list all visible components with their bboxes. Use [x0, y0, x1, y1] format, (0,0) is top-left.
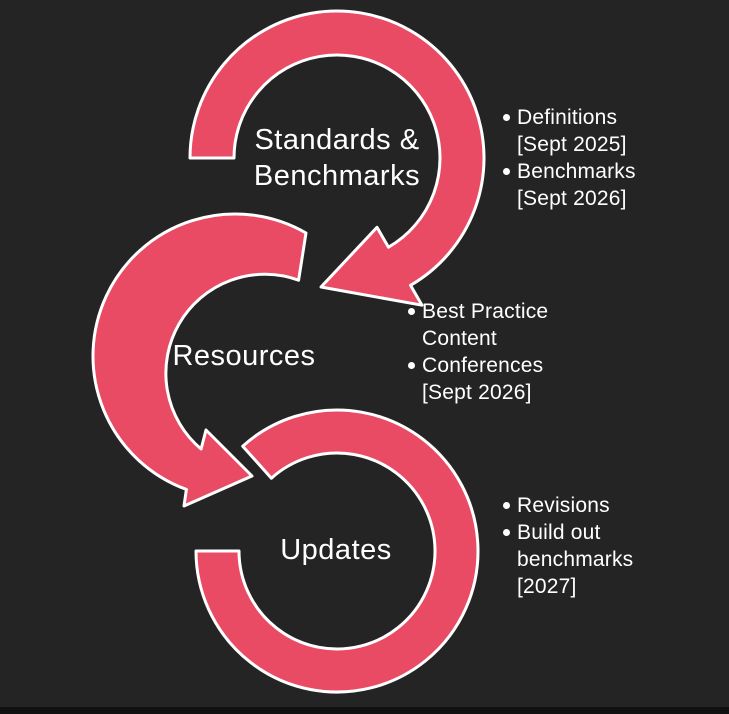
bullet-icon [503, 502, 510, 509]
bullet-text: Definitions [Sept 2025] [517, 106, 627, 156]
stage-3-bullet-list: Revisions Build out benchmarks [2027] [503, 492, 655, 600]
list-item: Definitions [Sept 2025] [503, 104, 655, 158]
bullet-text: Conferences [Sept 2026] [422, 354, 544, 404]
stage-3-label: Updates [280, 534, 392, 566]
list-item: Revisions [503, 492, 655, 519]
stage-2-label: Resources [172, 340, 316, 372]
list-item: Conferences [Sept 2026] [408, 352, 560, 406]
list-item: Build out benchmarks [2027] [503, 519, 655, 600]
bullet-text: Build out benchmarks [2027] [517, 521, 634, 598]
stage-1-bullet-list: Definitions [Sept 2025] Benchmarks [Sept… [503, 104, 655, 212]
list-item: Benchmarks [Sept 2026] [503, 158, 655, 212]
bullet-icon [503, 114, 510, 121]
bullet-icon [408, 308, 415, 315]
bullet-text: Revisions [517, 494, 610, 517]
stage-2-bullet-list: Best Practice Content Conferences [Sept … [408, 298, 560, 406]
bullet-icon [408, 362, 415, 369]
bullet-text: Benchmarks [Sept 2026] [517, 160, 636, 210]
bullet-icon [503, 168, 510, 175]
stage-1-circular-arrow-icon [188, 9, 486, 307]
bullet-icon [503, 529, 510, 536]
list-item: Best Practice Content [408, 298, 560, 352]
stage-1-label: Standards & Benchmarks [253, 124, 421, 192]
slide-bottom-edge [0, 707, 729, 714]
bullet-text: Best Practice Content [422, 300, 549, 350]
stage-2-circular-arrow-icon [91, 212, 308, 508]
stage-3-circular-arrow-icon [194, 408, 480, 694]
